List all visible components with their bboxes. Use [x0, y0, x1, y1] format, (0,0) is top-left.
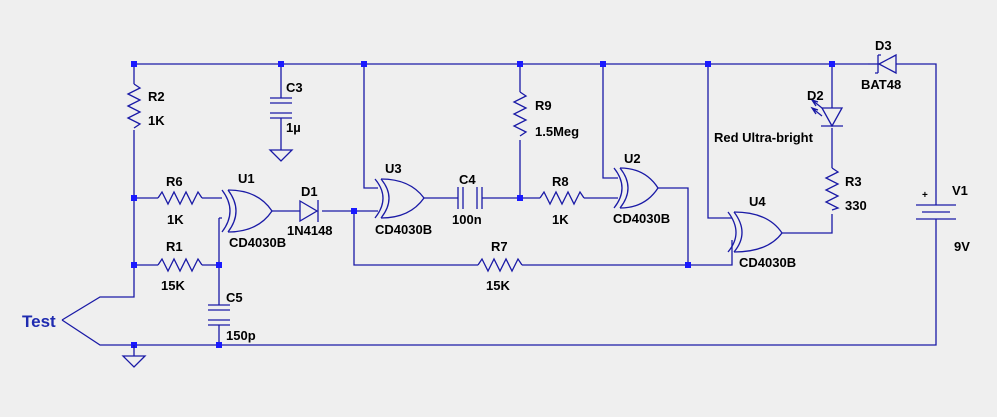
- led-d2: [810, 98, 844, 128]
- junction-dot: [705, 61, 711, 67]
- xor-gate-u1: [221, 189, 273, 233]
- v1-name-label: V1: [952, 183, 968, 198]
- junction-dot: [600, 61, 606, 67]
- resistor-r7: [477, 257, 523, 273]
- d1-name-label: D1: [301, 184, 318, 199]
- r7-name-label: R7: [491, 239, 508, 254]
- d2-name-label: D2: [807, 88, 824, 103]
- u3-name-label: U3: [385, 161, 402, 176]
- c5-name-label: C5: [226, 290, 243, 305]
- ground-symbol: [268, 149, 294, 162]
- junction-dot: [131, 262, 137, 268]
- r2-name-label: R2: [148, 89, 165, 104]
- junction-dot: [131, 61, 137, 67]
- diode-d3: [868, 53, 897, 75]
- r6-value-label: 1K: [167, 212, 184, 227]
- r6-name-label: R6: [166, 174, 183, 189]
- junction-dot: [517, 61, 523, 67]
- u3-value-label: CD4030B: [375, 222, 432, 237]
- d3-name-label: D3: [875, 38, 892, 53]
- junction-dot: [685, 262, 691, 268]
- test-port-label: Test: [22, 312, 56, 331]
- r9-name-label: R9: [535, 98, 552, 113]
- v1-value-label: 9V: [954, 239, 970, 254]
- capacitor-c4: [457, 187, 483, 209]
- c4-value-label: 100n: [452, 212, 482, 227]
- u1-name-label: U1: [238, 171, 255, 186]
- u1-value-label: CD4030B: [229, 235, 286, 250]
- resistor-r8: [539, 190, 585, 206]
- r3-value-label: 330: [845, 198, 867, 213]
- xor-gate-u3: [374, 178, 425, 219]
- resistor-r9: [512, 91, 528, 137]
- resistor-r6: [157, 190, 203, 206]
- c5-value-label: 150p: [226, 328, 256, 343]
- r3-name-label: R3: [845, 174, 862, 189]
- u4-value-label: CD4030B: [739, 255, 796, 270]
- resistor-r3: [824, 167, 840, 211]
- capacitor-c3: [270, 97, 292, 119]
- resistor-r1: [157, 257, 203, 273]
- xor-gate-u2: [613, 167, 659, 209]
- junction-dot: [216, 342, 222, 348]
- junction-dot: [517, 195, 523, 201]
- r8-name-label: R8: [552, 174, 569, 189]
- r8-value-label: 1K: [552, 212, 569, 227]
- u2-value-label: CD4030B: [613, 211, 670, 226]
- junction-dots: [131, 61, 835, 348]
- junction-dot: [361, 61, 367, 67]
- ground-symbol: [121, 345, 147, 368]
- diode-d1: [299, 199, 319, 223]
- d3-value-label: BAT48: [861, 77, 901, 92]
- d2-value-label: Red Ultra-bright: [714, 130, 814, 145]
- resistor-r2: [126, 83, 142, 129]
- battery-v1: +: [916, 190, 956, 227]
- junction-dot: [351, 208, 357, 214]
- wires: [61, 63, 937, 346]
- u4-name-label: U4: [749, 194, 766, 209]
- v1-polarity-label: +: [922, 190, 928, 201]
- c3-value-label: 1µ: [286, 120, 301, 135]
- c4-name-label: C4: [459, 172, 476, 187]
- r2-value-label: 1K: [148, 113, 165, 128]
- r1-value-label: 15K: [161, 278, 185, 293]
- c3-name-label: C3: [286, 80, 303, 95]
- r7-value-label: 15K: [486, 278, 510, 293]
- junction-dot: [278, 61, 284, 67]
- capacitor-c5: [208, 304, 230, 326]
- junction-dot: [829, 61, 835, 67]
- d1-value-label: 1N4148: [287, 223, 333, 238]
- junction-dot: [216, 262, 222, 268]
- xor-gate-u4: [727, 211, 783, 253]
- junction-dot: [131, 195, 137, 201]
- u2-name-label: U2: [624, 151, 641, 166]
- r9-value-label: 1.5Meg: [535, 124, 579, 139]
- r1-name-label: R1: [166, 239, 183, 254]
